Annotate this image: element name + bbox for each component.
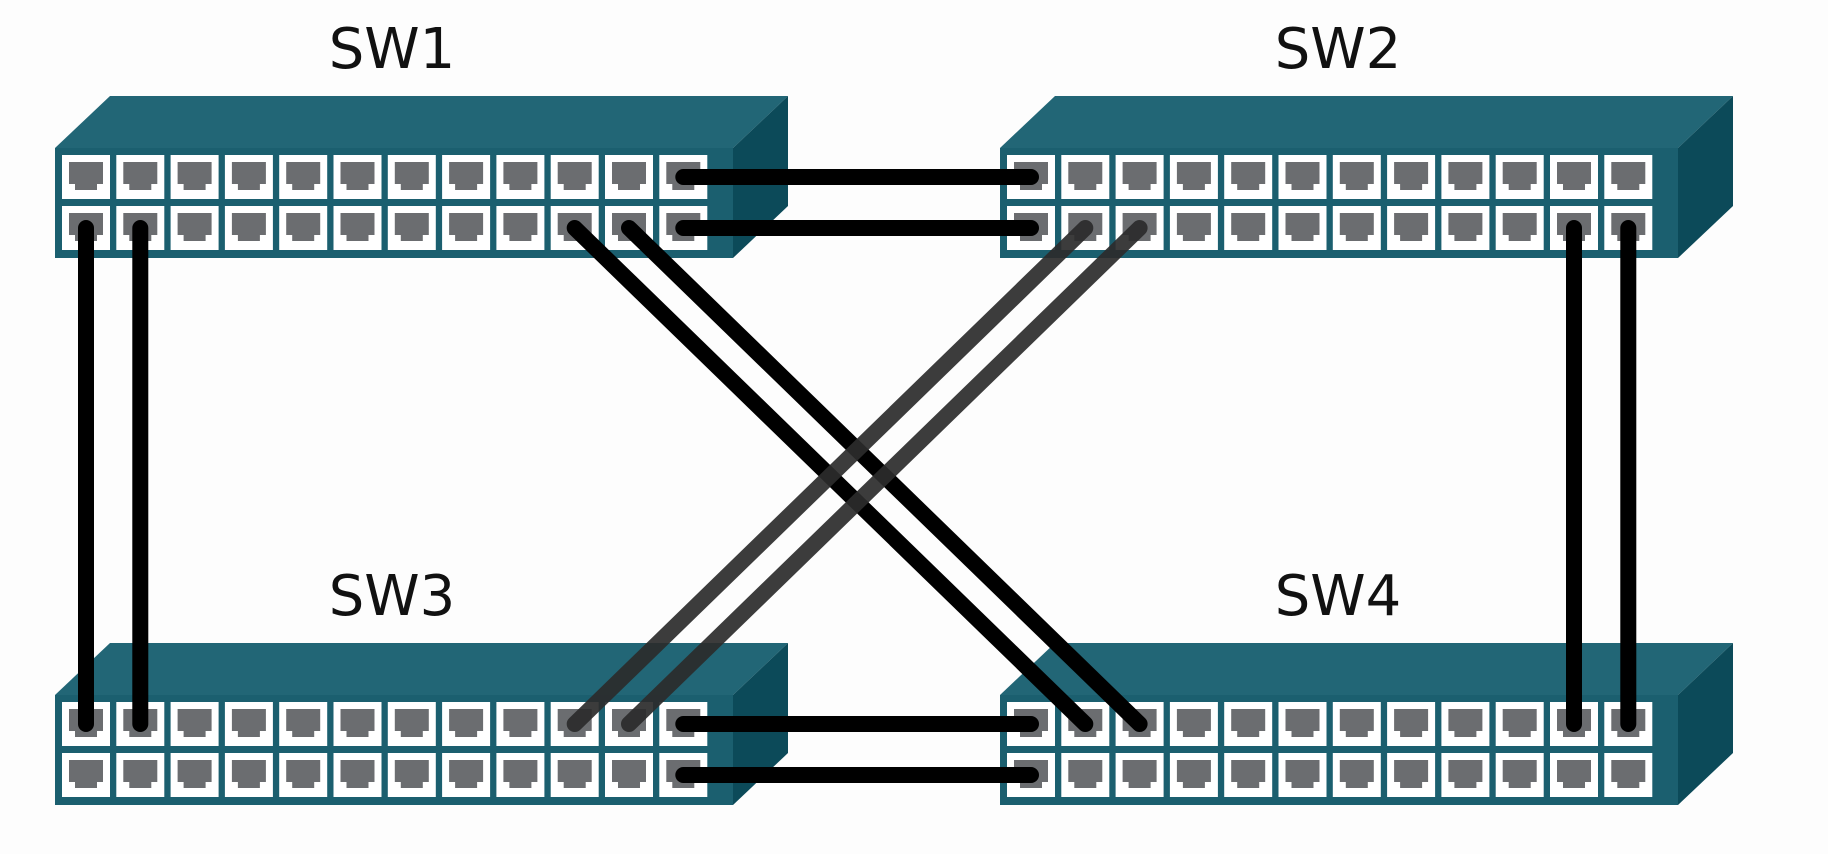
sw2-port-r1p5[interactable] <box>1278 206 1327 250</box>
sw4-port-r1p3[interactable] <box>1169 753 1218 797</box>
sw1-port-r1p6[interactable] <box>387 206 436 250</box>
sw2-port-r0p2[interactable] <box>1115 155 1164 199</box>
sw4-port-r0p4[interactable] <box>1224 702 1273 746</box>
sw1-port-r0p2[interactable] <box>170 155 219 199</box>
sw1-port-r0p5[interactable] <box>333 155 382 199</box>
switches-layer <box>55 96 1733 805</box>
sw2-port-r0p5[interactable] <box>1278 155 1327 199</box>
sw1-port-r0p9[interactable] <box>550 155 599 199</box>
sw2-port-r0p7[interactable] <box>1387 155 1436 199</box>
sw4-port-r1p7[interactable] <box>1387 753 1436 797</box>
sw3-port-r1p7[interactable] <box>442 753 491 797</box>
sw2-port-r1p8[interactable] <box>1441 206 1490 250</box>
sw1-port-r0p6[interactable] <box>387 155 436 199</box>
sw3-port-r1p4[interactable] <box>279 753 328 797</box>
sw2-switch <box>1000 96 1733 258</box>
sw3-port-r1p10[interactable] <box>605 753 653 797</box>
sw3-port-r0p7[interactable] <box>442 702 491 746</box>
sw4-port-r0p8[interactable] <box>1441 702 1490 746</box>
sw2-port-r1p3[interactable] <box>1169 206 1218 250</box>
sw2-port-r0p11[interactable] <box>1604 155 1653 199</box>
sw1-port-r0p4[interactable] <box>279 155 328 199</box>
sw3-port-r0p6[interactable] <box>387 702 436 746</box>
sw3-port-r0p5[interactable] <box>333 702 382 746</box>
sw4-port-r1p6[interactable] <box>1332 753 1381 797</box>
sw3-port-r1p2[interactable] <box>170 753 219 797</box>
sw3-port-r1p3[interactable] <box>224 753 273 797</box>
sw1-port-r0p3[interactable] <box>224 155 273 199</box>
sw2-port-r0p8[interactable] <box>1441 155 1490 199</box>
sw2-port-r0p10[interactable] <box>1550 155 1598 199</box>
sw4-port-r0p3[interactable] <box>1169 702 1218 746</box>
sw4-port-r1p11[interactable] <box>1604 753 1653 797</box>
sw1-top-face <box>55 96 788 148</box>
sw2-port-r0p3[interactable] <box>1169 155 1218 199</box>
sw1-port-r1p3[interactable] <box>224 206 273 250</box>
sw3-port-r1p9[interactable] <box>550 753 599 797</box>
sw3-port-r1p1[interactable] <box>116 753 165 797</box>
sw2-port-r1p6[interactable] <box>1332 206 1381 250</box>
cables-layer <box>78 169 1637 783</box>
cable-sw2-sw3-11 <box>621 220 1148 732</box>
sw1-port-r0p0[interactable] <box>62 155 110 199</box>
sw4-port-r0p6[interactable] <box>1332 702 1381 746</box>
sw4-port-r1p10[interactable] <box>1550 753 1598 797</box>
sw3-port-r1p5[interactable] <box>333 753 382 797</box>
sw3-label: SW3 <box>329 564 456 629</box>
sw4-port-r0p7[interactable] <box>1387 702 1436 746</box>
sw3-port-r1p6[interactable] <box>387 753 436 797</box>
sw4-port-r1p2[interactable] <box>1115 753 1164 797</box>
sw3-port-r0p8[interactable] <box>496 702 545 746</box>
cable-sw2-sw3-10 <box>566 220 1094 732</box>
sw4-port-r1p5[interactable] <box>1278 753 1327 797</box>
sw2-port-r1p7[interactable] <box>1387 206 1436 250</box>
sw4-port-r0p9[interactable] <box>1495 702 1544 746</box>
sw1-port-r1p7[interactable] <box>442 206 491 250</box>
sw3-top-face <box>55 643 788 695</box>
sw1-label: SW1 <box>329 17 456 82</box>
sw2-label: SW2 <box>1275 17 1402 82</box>
sw1-port-r1p8[interactable] <box>496 206 545 250</box>
sw1-port-r0p8[interactable] <box>496 155 545 199</box>
sw1-port-r0p10[interactable] <box>605 155 653 199</box>
labels-layer: SW1 SW2 SW3 SW4 <box>329 17 1402 629</box>
sw1-switch <box>55 96 788 258</box>
sw1-port-r0p1[interactable] <box>116 155 165 199</box>
sw1-port-r1p2[interactable] <box>170 206 219 250</box>
sw4-port-r1p8[interactable] <box>1441 753 1490 797</box>
sw2-side-face <box>1678 96 1733 258</box>
sw2-top-face <box>1000 96 1733 148</box>
sw3-port-r1p8[interactable] <box>496 753 545 797</box>
sw4-top-face <box>1000 643 1733 695</box>
sw2-port-r0p1[interactable] <box>1061 155 1110 199</box>
sw2-port-r1p4[interactable] <box>1224 206 1273 250</box>
sw3-port-r0p2[interactable] <box>170 702 219 746</box>
sw4-port-r1p4[interactable] <box>1224 753 1273 797</box>
sw2-port-r0p4[interactable] <box>1224 155 1273 199</box>
sw4-side-face <box>1678 643 1733 805</box>
sw4-port-r1p9[interactable] <box>1495 753 1544 797</box>
sw3-switch <box>55 643 788 805</box>
sw3-port-r0p4[interactable] <box>279 702 328 746</box>
sw1-port-r1p4[interactable] <box>279 206 328 250</box>
sw4-port-r0p5[interactable] <box>1278 702 1327 746</box>
sw1-port-r0p7[interactable] <box>442 155 491 199</box>
sw2-port-r1p9[interactable] <box>1495 206 1544 250</box>
sw2-port-r0p6[interactable] <box>1332 155 1381 199</box>
sw4-port-r1p1[interactable] <box>1061 753 1110 797</box>
sw1-port-r1p5[interactable] <box>333 206 382 250</box>
sw4-label: SW4 <box>1275 564 1402 629</box>
sw3-port-r1p0[interactable] <box>62 753 110 797</box>
sw2-port-r0p9[interactable] <box>1495 155 1544 199</box>
sw3-port-r0p3[interactable] <box>224 702 273 746</box>
